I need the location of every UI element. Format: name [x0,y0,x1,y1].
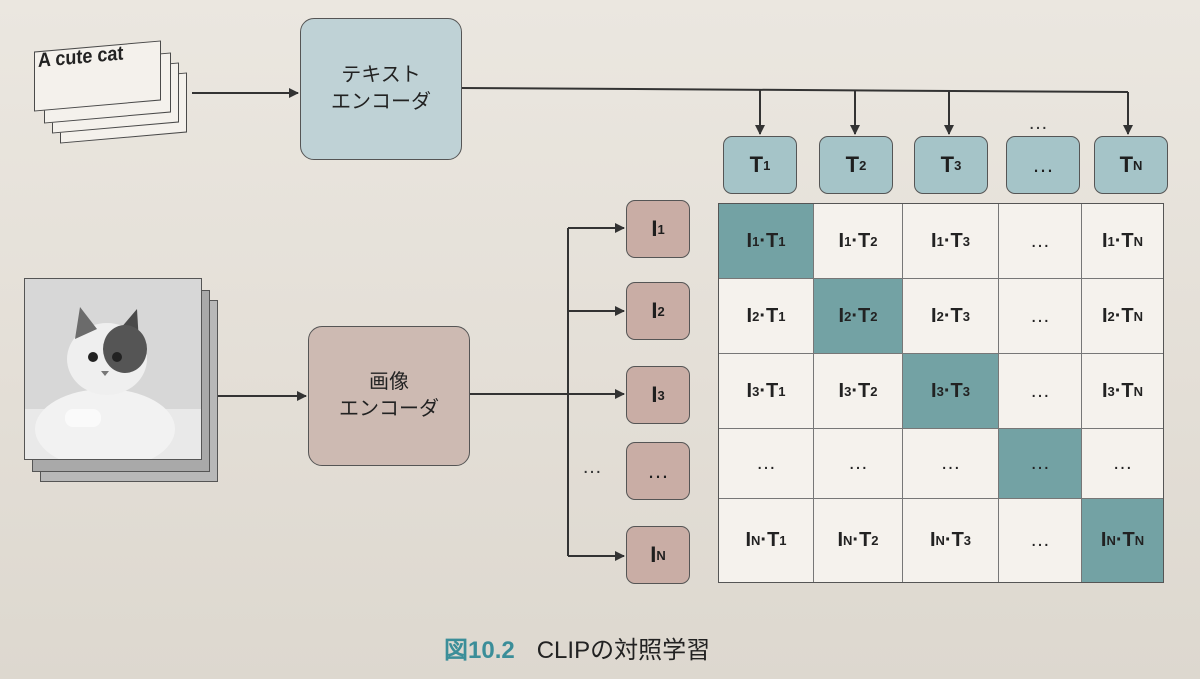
figure-caption: 図10.2 CLIPの対照学習 [444,630,710,665]
image-encoder: 画像 エンコーダ [308,326,470,466]
text-embedding-ellipsis: … [1006,136,1080,194]
matrix-cell-r4-c2: … [814,429,903,499]
text-embedding-ellipsis: … [1028,112,1048,134]
matrix-cell-r2-c4: … [999,279,1082,354]
matrix-cell-r5-c4: … [999,499,1082,582]
matrix-cell-r1-c4: … [999,204,1082,279]
text-bus-line [459,87,1129,93]
text-encoder: テキスト エンコーダ [300,18,462,160]
matrix-cell-r4-c1: … [719,429,814,499]
cat-image-icon [25,279,201,469]
image-embedding-ellipsis: … [582,456,602,478]
matrix-cell-r4-c5: … [1082,429,1163,499]
matrix-cell-r3-c4: … [999,354,1082,429]
matrix-cell-r4-c4: … [999,429,1082,499]
image-embedding-ellipsis: … [626,442,690,500]
cat-photo [24,278,202,469]
caption-number: 図10.2 [444,637,515,664]
caption-title: CLIPの対照学習 [536,637,711,664]
matrix-cell-r4-c3: … [903,429,999,499]
